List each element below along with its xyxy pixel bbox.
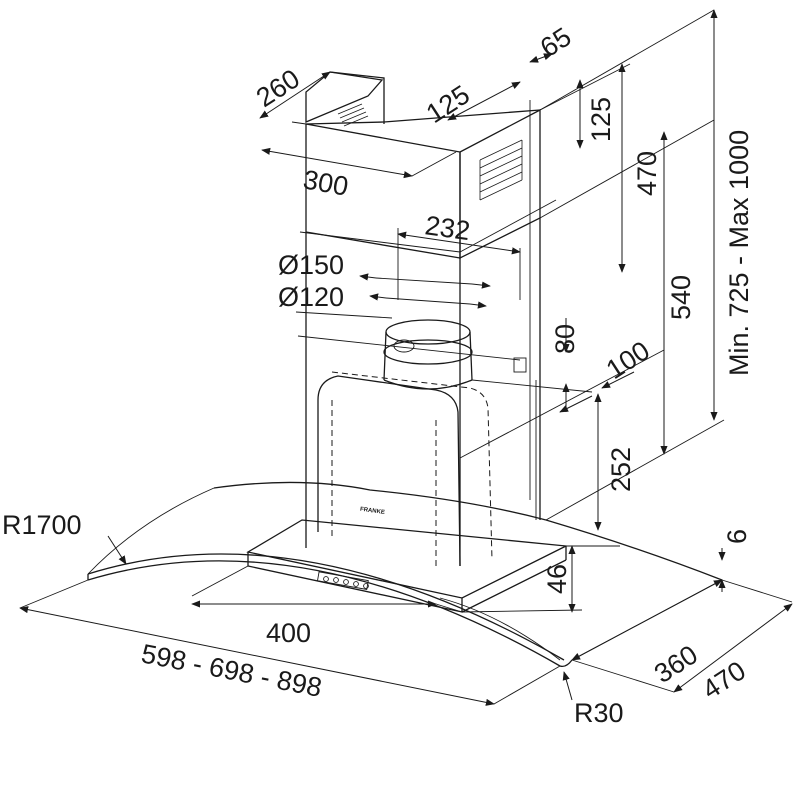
- label-232: 232: [423, 210, 472, 246]
- label-diameter-120: Ø120: [278, 282, 344, 312]
- label-diameter-150: Ø150: [278, 250, 344, 280]
- label-260: 260: [251, 63, 305, 113]
- dimension-labels: 260 65 125 125 300 470 232 Ø150 Ø120 540…: [2, 22, 754, 728]
- label-252: 252: [606, 447, 636, 492]
- label-125-side: 125: [586, 97, 616, 142]
- label-height-range: Min. 725 - Max 1000: [724, 130, 754, 376]
- bracket-vent-slots: [337, 103, 369, 127]
- label-400: 400: [266, 618, 311, 648]
- label-width-range: 598 - 698 - 898: [139, 638, 325, 702]
- label-6: 6: [722, 529, 752, 544]
- dimension-lines: [19, 9, 793, 706]
- label-65: 65: [535, 22, 577, 64]
- duct-outlet: [383, 319, 527, 390]
- label-470-bottom: 470: [697, 655, 751, 705]
- label-300: 300: [301, 164, 351, 201]
- label-r30: R30: [574, 698, 624, 728]
- hood-canopy: [246, 519, 569, 613]
- label-125-top: 125: [421, 79, 475, 129]
- curved-glass-panel: [87, 481, 723, 668]
- chimney-vent-grille: [479, 139, 523, 201]
- label-46: 46: [542, 564, 572, 594]
- label-540: 540: [666, 275, 696, 320]
- label-470-side: 470: [632, 151, 662, 196]
- label-360: 360: [649, 639, 703, 689]
- motor-housing: FRANKE: [317, 371, 537, 567]
- brand-logo: FRANKE: [360, 507, 386, 516]
- label-r1700: R1700: [2, 510, 82, 540]
- label-100: 100: [601, 335, 655, 385]
- label-80: 80: [550, 324, 580, 354]
